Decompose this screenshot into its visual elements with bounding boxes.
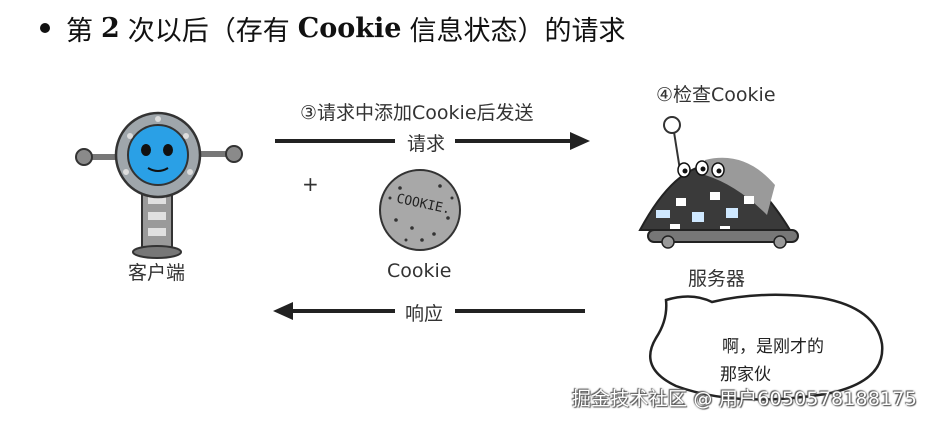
- diagram-graphics: [75, 111, 884, 401]
- heading-middle: 次以后（存有: [127, 15, 290, 47]
- heading-cookie-word: Cookie: [297, 12, 402, 44]
- heading-prefix: 第: [66, 15, 93, 47]
- heading: 第 2 次以后（存有 Cookie 信息状态）的请求: [40, 8, 625, 48]
- plus-sign: +: [302, 172, 319, 196]
- watermark: 掘金技术社区 @ 用户6050578188175: [571, 388, 917, 410]
- speech-bubble: [648, 293, 884, 401]
- heading-suffix: 信息状态）的请求: [409, 15, 626, 47]
- request-label: 请求: [407, 133, 446, 155]
- speech-line2: 那家伙: [720, 365, 771, 385]
- request-arrow: [275, 132, 590, 150]
- step3-label: ③请求中添加Cookie后发送: [300, 102, 534, 124]
- server-robot-icon: [638, 116, 799, 249]
- client-robot-icon: [75, 111, 243, 259]
- response-label: 响应: [405, 303, 444, 325]
- cookie-icon: [379, 169, 461, 251]
- cookie-label: Cookie: [387, 260, 452, 282]
- cookie-diagram: ③请求中添加Cookie后发送 ④检查Cookie 请求 + COOKIE. C…: [60, 70, 920, 425]
- step4-label: ④检查Cookie: [656, 84, 776, 106]
- bullet-icon: [40, 23, 50, 33]
- client-label: 客户端: [128, 262, 186, 284]
- heading-number: 2: [101, 12, 120, 44]
- server-label: 服务器: [688, 268, 746, 290]
- response-arrow: [273, 302, 585, 320]
- speech-line1: 啊，是刚才的: [722, 337, 824, 357]
